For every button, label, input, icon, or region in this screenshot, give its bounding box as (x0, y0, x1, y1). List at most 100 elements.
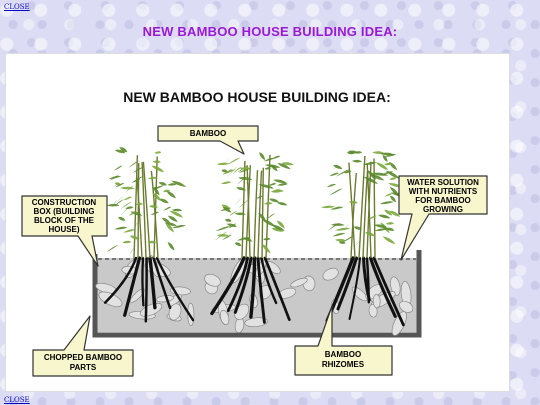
bamboo-leaf (120, 201, 132, 209)
bamboo-leaf (389, 210, 401, 217)
callout-construction-box: CONSTRUCTION BOX (BUILDING BLOCK OF THE … (21, 195, 108, 267)
bamboo-leaf (277, 163, 291, 170)
bamboo-leaf (335, 238, 347, 242)
bamboo-leaf (281, 162, 294, 166)
rhizome (260, 256, 278, 305)
bamboo-leaf (266, 213, 276, 219)
bamboo-leaf (114, 149, 126, 154)
rhizome (249, 256, 257, 319)
bamboo-leaf (320, 205, 336, 209)
chopped-piece (168, 303, 182, 321)
close-link-top[interactable]: CLOSE (4, 3, 30, 11)
bamboo-stem (135, 171, 143, 259)
bamboo-plant (214, 152, 294, 259)
bamboo-leaf (163, 206, 172, 211)
callout-water-solution-line-3: FOR BAMBOO (415, 196, 471, 205)
rhizome (123, 256, 142, 317)
bamboo-plant (320, 150, 407, 259)
bamboo-leaf (147, 240, 156, 244)
bamboo-leaf (378, 214, 391, 219)
callout-water-solution-line-1: WATER SOLUTION (407, 178, 479, 187)
diagram-panel: NEW BAMBOO HOUSE BUILDING IDEA: BAMBOO C… (5, 53, 510, 392)
chopped-piece (204, 273, 221, 287)
bamboo-leaf (236, 187, 246, 191)
bamboo-leaf (344, 223, 349, 232)
bamboo-leaf (216, 162, 230, 166)
bamboo-leaf (236, 176, 247, 185)
bamboo-stem (261, 167, 264, 259)
callout-water-solution: WATER SOLUTION WITH NUTRIENTS FOR BAMBOO… (398, 175, 488, 261)
bamboo-leaf (264, 164, 281, 168)
bamboo-leaf (332, 232, 346, 237)
bamboo-leaf (151, 165, 165, 173)
bamboo-stem (265, 154, 271, 259)
callout-chopped-bamboo-line-1: CHOPPED BAMBOO (44, 353, 122, 362)
bamboo-leaf (113, 165, 123, 171)
bamboo-leaf (222, 206, 232, 213)
bamboo-leaf (223, 169, 236, 174)
close-link-bottom[interactable]: CLOSE (4, 396, 30, 404)
bamboo-plant (106, 147, 187, 259)
bamboo-leaf (167, 215, 178, 223)
bamboo-leaf (108, 175, 122, 180)
bamboo-leaf (234, 242, 242, 246)
bamboo-leaf (129, 235, 140, 240)
bamboo-leaf (348, 200, 358, 204)
bamboo-plants (106, 147, 407, 259)
bamboo-leaf (329, 172, 339, 177)
bamboo-leaf (234, 212, 246, 216)
bamboo-leaf (154, 151, 162, 154)
rhizome (368, 256, 397, 318)
bamboo-leaf (152, 193, 162, 201)
bamboo-leaf (106, 203, 120, 207)
bamboo-stem (358, 155, 366, 259)
bamboo-leaf (106, 245, 119, 253)
bamboo-stem (373, 158, 376, 259)
bamboo-leaf (227, 157, 241, 165)
bamboo-leaf (166, 191, 176, 199)
bamboo-leaf (158, 182, 167, 186)
bamboo-leaf (385, 170, 400, 179)
bamboo-leaf (239, 167, 251, 170)
bamboo-leaf (263, 157, 275, 162)
bamboo-stem (253, 170, 259, 259)
bamboo-leaf (228, 223, 237, 229)
bamboo-leaf (114, 226, 128, 230)
bamboo-stem (142, 161, 151, 259)
bamboo-leaf (234, 198, 242, 207)
bamboo-stem (257, 170, 263, 259)
bamboo-leaf (123, 196, 133, 201)
callout-construction-box-line-4: HOUSE) (48, 225, 79, 234)
callout-construction-box-line-3: BLOCK OF THE (34, 216, 95, 225)
bamboo-leaf (120, 186, 135, 190)
bamboo-leaf (130, 246, 135, 254)
bamboo-leaf (344, 170, 352, 174)
bamboo-leaf (221, 169, 228, 173)
bamboo-leaf (118, 216, 126, 221)
callout-construction-box-line-2: BOX (BUILDING (34, 207, 95, 216)
bamboo-leaf (384, 209, 393, 216)
bamboo-leaf (221, 181, 232, 185)
bamboo-stem (133, 155, 139, 259)
chopped-piece (244, 317, 268, 328)
bamboo-leaf (374, 228, 389, 232)
bamboo-leaf (115, 183, 125, 188)
rhizome-cluster (210, 256, 291, 324)
bamboo-leaf (222, 234, 232, 240)
rhizome (141, 256, 145, 307)
page-title: NEW BAMBOO HOUSE BUILDING IDEA: (142, 24, 398, 39)
bamboo-leaf (374, 224, 387, 228)
bamboo-leaf (152, 160, 161, 163)
chopped-piece (219, 309, 230, 326)
bamboo-leaf (136, 202, 143, 206)
bamboo-leaf (382, 155, 388, 162)
rhizome (103, 256, 138, 304)
bamboo-leaf (128, 211, 138, 216)
rhizome (226, 256, 249, 313)
rhizome (348, 257, 361, 320)
rhizome (144, 256, 148, 323)
rhizome (372, 256, 405, 327)
bamboo-leaf (379, 152, 395, 156)
chopped-piece (129, 288, 145, 303)
bamboo-leaf (363, 162, 377, 165)
